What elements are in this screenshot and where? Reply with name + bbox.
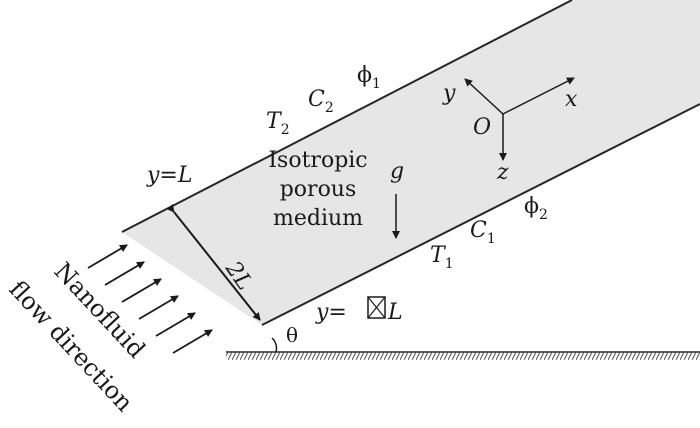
axis-z-label: z bbox=[496, 160, 509, 185]
placeholder-box-icon bbox=[367, 296, 386, 319]
upper-wall-y-label: y=L bbox=[146, 163, 192, 188]
volume-fraction-upper: ϕ1 bbox=[357, 63, 381, 92]
lower-wall bbox=[261, 103, 700, 326]
theta-arc bbox=[271, 337, 278, 353]
gravity-label: g bbox=[390, 159, 404, 184]
width-arrow bbox=[166, 204, 261, 321]
concentration-lower: C1 bbox=[470, 218, 496, 247]
medium-label-line2: porous bbox=[280, 177, 357, 202]
medium-label-line1: Isotropic bbox=[268, 148, 367, 173]
ground-hatching bbox=[226, 352, 700, 360]
axis-origin-label: O bbox=[473, 115, 491, 140]
theta-label: θ bbox=[286, 323, 298, 347]
lower-wall-y-label: y= bbox=[315, 300, 347, 325]
upper-wall bbox=[121, 0, 573, 233]
x-axis-arrow bbox=[502, 77, 575, 115]
medium-label-line3: medium bbox=[273, 206, 363, 231]
inflow-arrows bbox=[87, 244, 213, 354]
concentration-upper: C2 bbox=[308, 87, 334, 116]
y-axis-arrow bbox=[464, 78, 504, 115]
axis-y-label: y bbox=[442, 81, 456, 106]
volume-fraction-lower: ϕ2 bbox=[524, 194, 548, 223]
porous-channel bbox=[122, 0, 700, 325]
axis-x-label: x bbox=[565, 87, 578, 112]
temperature-upper: T2 bbox=[266, 109, 290, 138]
lower-wall-y-prefix: y= bbox=[315, 300, 347, 325]
lower-wall-y-suffix: L bbox=[387, 300, 403, 325]
coordinate-axes bbox=[464, 77, 575, 161]
temperature-lower: T1 bbox=[430, 243, 454, 272]
